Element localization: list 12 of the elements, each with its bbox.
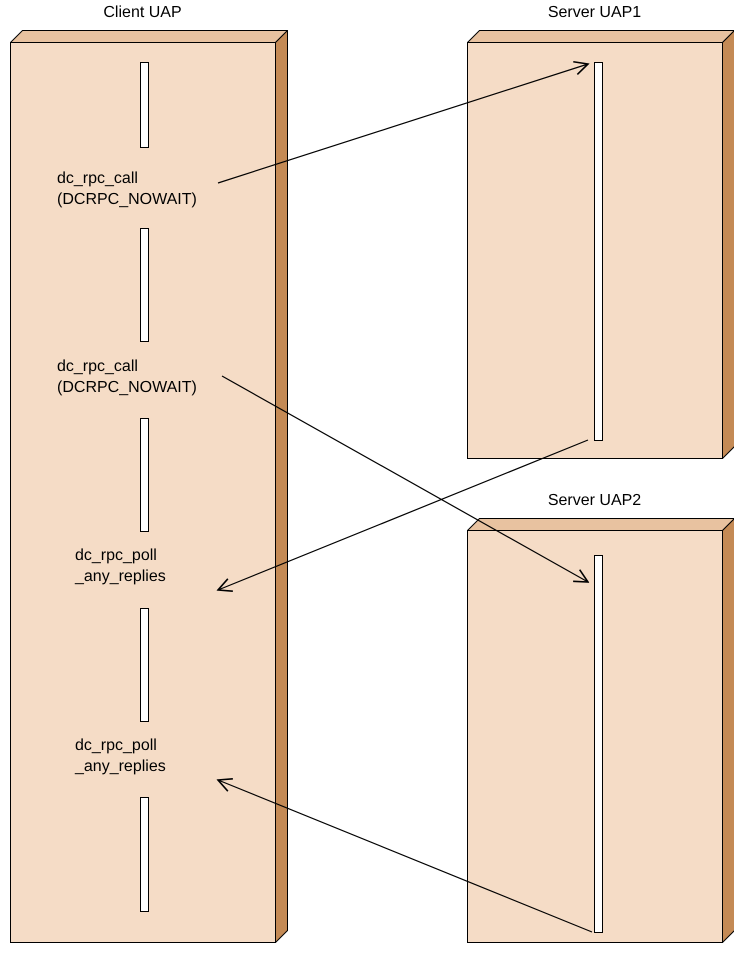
call-label: dc_rpc_poll _any_replies — [75, 735, 195, 777]
activation-bar — [594, 62, 603, 441]
call-label: dc_rpc_call (DCRPC_NOWAIT) — [57, 356, 217, 398]
activation-bar — [594, 555, 603, 933]
call-label: dc_rpc_poll _any_replies — [75, 545, 195, 587]
arrow — [218, 60, 589, 184]
lifeline-title: Server UAP2 — [546, 491, 642, 511]
lifeline-title: Server UAP1 — [546, 3, 642, 23]
arrow — [217, 439, 588, 592]
arrow — [222, 375, 589, 583]
lifeline-title: Client UAP — [102, 3, 183, 23]
call-label: dc_rpc_call (DCRPC_NOWAIT) — [57, 168, 217, 210]
